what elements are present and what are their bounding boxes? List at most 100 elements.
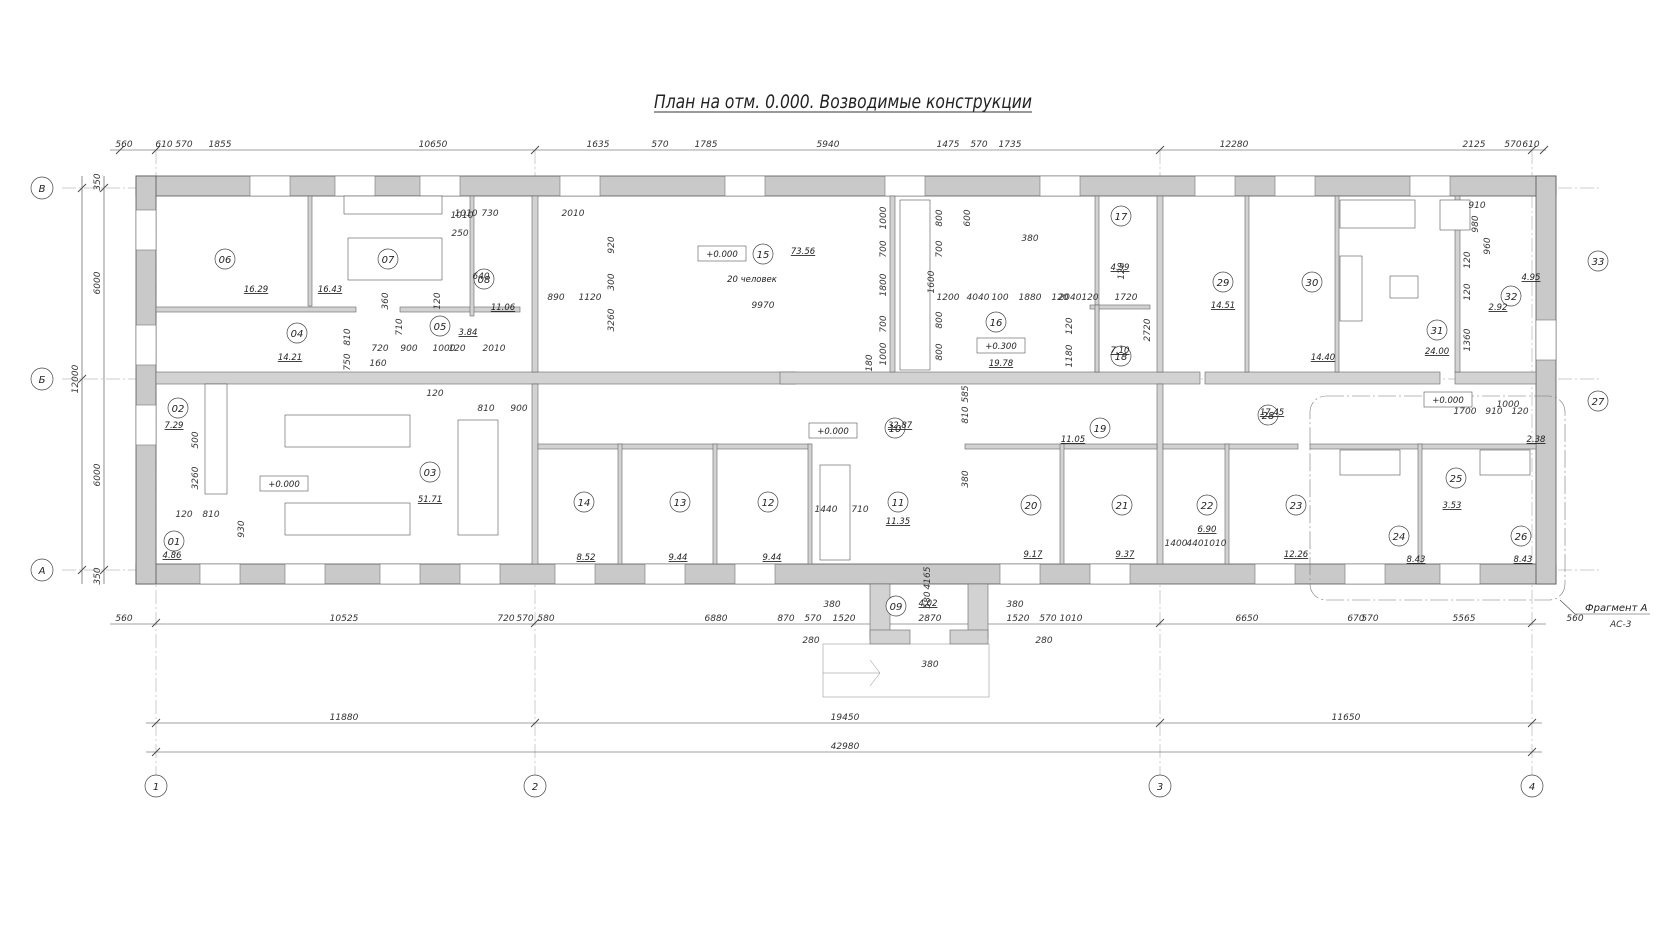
occupancy-note: 20 человек	[727, 275, 778, 285]
room-26: 268.43	[1510, 525, 1532, 565]
dim-inner: 440	[1186, 539, 1203, 549]
room-number-circle	[214, 248, 236, 270]
fragment-sheet: АС-3	[1609, 620, 1632, 630]
dim-inner: 2010	[483, 344, 506, 354]
room-area: 8.43	[1407, 555, 1426, 565]
room-32: 322.92	[1489, 285, 1522, 313]
dim-inner: 1010	[1204, 539, 1227, 549]
dim-inner: 2040	[1059, 293, 1082, 303]
dim-inner: 1120	[579, 293, 602, 303]
dim-inner: 920	[607, 236, 617, 253]
dim-bottom-2: 380	[1006, 600, 1023, 610]
dim-inner: 810	[961, 406, 971, 423]
dim-inner: 3260	[191, 466, 201, 489]
dim-inner: 120	[1463, 251, 1473, 268]
dim-top: 2125	[1463, 140, 1486, 150]
room-number-circle	[1301, 271, 1323, 293]
dim-inner: 900	[400, 344, 417, 354]
dim-inner: 910	[1468, 201, 1485, 211]
dim-top: 570	[651, 140, 668, 150]
dim-inner: 1360	[1463, 328, 1473, 351]
dim-inner: 1400	[1165, 539, 1188, 549]
room-27: 272.38	[1527, 390, 1609, 445]
dim-inner: 585	[961, 385, 971, 402]
room-number-circle	[1500, 285, 1522, 307]
dim-top: 560	[115, 140, 132, 150]
room-number: 11	[892, 498, 905, 509]
room-area: 2.38	[1527, 435, 1547, 445]
room-number-circle	[887, 491, 909, 513]
dim-inner: 2010	[562, 209, 585, 219]
dim-left: 350	[93, 173, 103, 190]
windows	[135, 175, 1557, 585]
room-area: 14.40	[1311, 353, 1335, 363]
room-number-circle	[752, 243, 774, 265]
dim-inner: 700	[879, 240, 889, 257]
dim-left: 6000	[93, 271, 103, 294]
room-number-circle	[1426, 319, 1448, 341]
dim-inner: 1000	[879, 206, 889, 229]
dim-inner: 380	[1021, 234, 1038, 244]
dim-top: 10650	[419, 140, 448, 150]
room-number: 09	[890, 602, 903, 613]
dim-top: 570	[970, 140, 987, 150]
dim-inner: 980	[1471, 215, 1481, 232]
dim-inner: 900	[510, 404, 527, 414]
dim-inner: 1200	[937, 293, 960, 303]
room-number-circle	[286, 322, 308, 344]
dim-inner: 810	[343, 328, 353, 345]
dim-inner: 710	[395, 318, 405, 335]
dim-top: 610	[1522, 140, 1539, 150]
dim-inner: 180	[865, 354, 875, 371]
room-area: 14.51	[1211, 301, 1235, 311]
room-area: 17.45	[1260, 408, 1284, 418]
room-number-circle	[884, 417, 906, 439]
col-axis-4: 4	[1520, 774, 1544, 798]
dim-inner: 360	[381, 292, 391, 309]
level-mark: +0.300	[976, 337, 1026, 354]
dim-top: 1735	[999, 140, 1022, 150]
room-17: 174.59	[1111, 205, 1132, 273]
room-area: 6.90	[1198, 525, 1217, 535]
axis-label-row: В	[39, 184, 46, 195]
dim-inner: 2720	[1143, 318, 1153, 341]
axis-label-row: Б	[39, 375, 46, 386]
axis-label-row: А	[38, 566, 46, 577]
room-number: 15	[757, 250, 770, 261]
dim-inner: 1880	[1019, 293, 1042, 303]
level-marks: +0.000+0.000+0.000+0.300+0.000	[259, 245, 1473, 492]
room-number: 14	[578, 498, 591, 509]
level-value: +0.000	[268, 480, 299, 490]
col-axis-3: 3	[1148, 774, 1172, 798]
dim-inner: 4165	[923, 566, 933, 589]
room-number: 33	[1592, 257, 1605, 268]
dim-inner: 580	[923, 591, 933, 608]
level-mark: +0.000	[697, 245, 747, 262]
room-number-circle	[885, 595, 907, 617]
room-number: 17	[1115, 212, 1128, 223]
dim-bottom: 670	[1347, 614, 1364, 624]
room-number-circle	[1587, 390, 1609, 412]
dim-bottom: 570	[1039, 614, 1056, 624]
plan-title: План на отм. 0.000. Возводимые конструкц…	[654, 91, 1032, 113]
dim-inner: 600	[963, 209, 973, 226]
dim-bottom-2: 380	[921, 660, 938, 670]
room-area: 9.44	[669, 553, 688, 563]
room-number: 02	[172, 404, 185, 415]
dim-bottom-2: 280	[1035, 636, 1052, 646]
dim-inner: 250	[451, 229, 468, 239]
room-number: 31	[1431, 326, 1444, 337]
dim-bottom: 6650	[1236, 614, 1259, 624]
room-area: 4.59	[1111, 263, 1130, 273]
room-area: 2.92	[1489, 303, 1508, 313]
room-number: 21	[1116, 501, 1129, 512]
dim-inner: 890	[547, 293, 564, 303]
dim-inner: 720	[371, 344, 388, 354]
dim-bottom: 1520	[833, 614, 856, 624]
dim-overall: 19450	[831, 713, 860, 723]
room-number: 13	[674, 498, 687, 509]
